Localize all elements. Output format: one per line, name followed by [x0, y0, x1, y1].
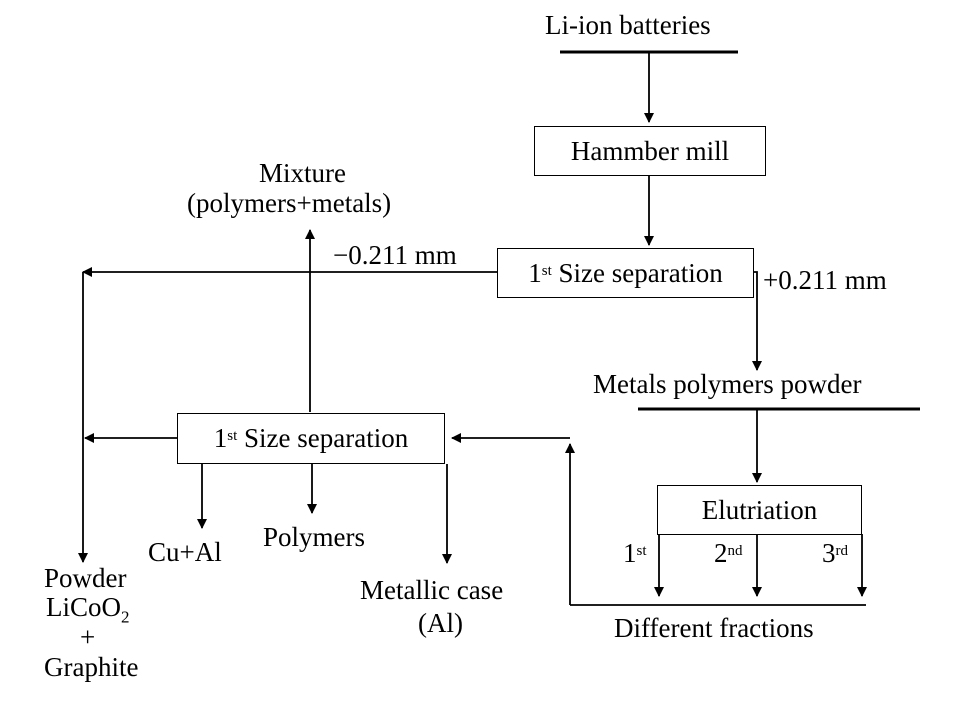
- size-separation-left-ordinal: 1: [213, 423, 228, 453]
- different-fractions-label: Different fractions: [614, 613, 814, 643]
- hammer-mill-label: Hammber mill: [570, 135, 730, 166]
- fraction-3-suffix: rd: [835, 543, 849, 559]
- size-separation-left-label: Size separation: [244, 423, 409, 453]
- metals-polymers-powder-label: Metals polymers powder: [593, 369, 862, 399]
- size-separation-top-ordinal: 1: [528, 257, 542, 288]
- fraction-1-suffix: st: [636, 543, 647, 559]
- cu-al-label: Cu+Al: [148, 537, 222, 567]
- elutriation-label: Elutriation: [701, 494, 818, 525]
- powder-graphite-label: Graphite: [44, 652, 139, 682]
- powder-plus-label: +: [80, 622, 96, 652]
- mixture-label-line2: (polymers+metals): [187, 188, 392, 218]
- size-separation-left-suffix: st: [227, 428, 238, 444]
- fraction-1-label: 1st: [623, 538, 647, 568]
- minus-size-label: −0.211 mm: [333, 240, 457, 270]
- mixture-label-line1: Mixture: [259, 158, 346, 188]
- fraction-2-label: 2nd: [714, 538, 743, 568]
- size-separation-top-suffix: st: [541, 262, 552, 279]
- powder-licoo2-base: LiCoO: [46, 592, 122, 622]
- polymers-label: Polymers: [263, 522, 366, 552]
- hammer-mill-box: Hammber mill: [534, 126, 766, 176]
- powder-label-line1: Powder: [44, 563, 127, 593]
- fraction-1-number: 1: [623, 538, 637, 568]
- li-ion-batteries-label: Li-ion batteries: [545, 10, 711, 40]
- fraction-3-label: 3rd: [822, 538, 848, 568]
- plus-size-label: +0.211 mm: [763, 265, 887, 295]
- fraction-2-number: 2: [714, 538, 728, 568]
- fraction-2-suffix: nd: [727, 543, 743, 559]
- powder-licoo2-sub: 2: [121, 607, 130, 627]
- metallic-case-label-line2: (Al): [418, 608, 463, 638]
- size-separation-top-label: Size separation: [558, 257, 723, 288]
- elutriation-box: Elutriation: [657, 485, 862, 535]
- metallic-case-label-line1: Metallic case: [360, 575, 504, 605]
- powder-licoo2-label: LiCoO2: [46, 592, 130, 632]
- fraction-3-number: 3: [822, 538, 836, 568]
